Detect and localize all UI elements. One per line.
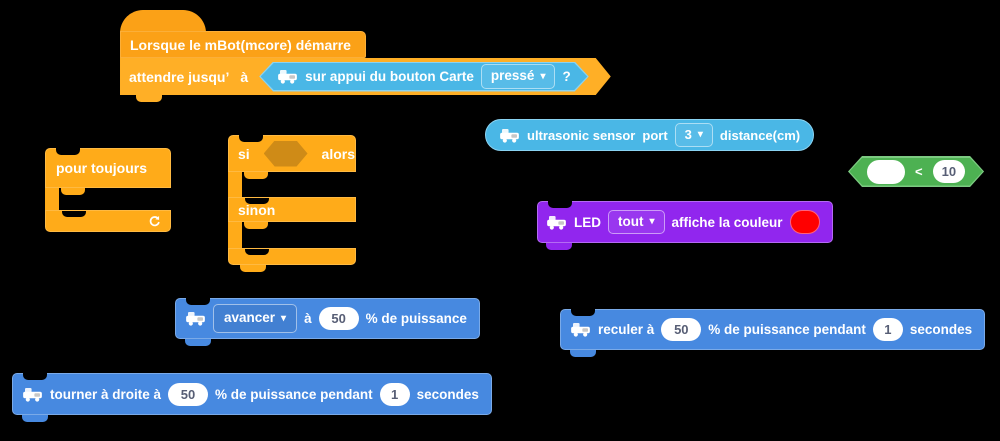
port-value: 3 [684, 126, 692, 142]
mbot-device-icon [546, 215, 567, 230]
script-led: LED tout ▾ affiche la couleur [537, 201, 847, 253]
if-label: si [238, 145, 250, 162]
top-notch [23, 373, 47, 380]
bottom-tab [185, 339, 211, 346]
script-backward: reculer à 50 % de puissance pendant 1 se… [560, 309, 1000, 359]
mouth-tab [244, 222, 268, 229]
power-duration-label: % de puissance pendant [708, 322, 866, 337]
hat-dome [120, 10, 206, 33]
power-label: % de puissance [365, 311, 467, 326]
power-input[interactable]: 50 [168, 382, 209, 406]
block-wait-until[interactable]: attendre jusqu’ à sur appui du bouton Ca… [120, 58, 611, 95]
distance-label: distance(cm) [719, 127, 801, 143]
forever-label: pour toujours [56, 160, 147, 176]
block-when-mbot-starts[interactable]: Lorsque le mBot(mcore) démarre [120, 31, 366, 58]
power-input[interactable]: 50 [661, 318, 702, 341]
block-turn-right-timed[interactable]: tourner à droite à 50 % de puissance pen… [12, 373, 492, 415]
block-ultrasonic-distance-reporter[interactable]: ultrasonic sensor port 3 ▾ distance(cm) [485, 119, 815, 151]
dropdown-arrow-icon: ▾ [281, 312, 287, 324]
duration-input[interactable]: 1 [379, 382, 410, 406]
bottom-tab [546, 243, 572, 250]
top-notch [548, 201, 572, 208]
block-button-pressed-boolean[interactable]: sur appui du bouton Carte pressé ▾ ? [259, 62, 589, 92]
block-less-than-operator[interactable]: < 10 [848, 156, 984, 187]
top-notch [239, 135, 263, 142]
bottom-tab [136, 95, 162, 102]
boolean-slot[interactable] [264, 141, 308, 167]
power-input[interactable]: 50 [318, 307, 359, 330]
block-led-show-color[interactable]: LED tout ▾ affiche la couleur [537, 201, 833, 243]
bottom-tab [22, 415, 48, 422]
mbot-device-icon [570, 322, 591, 337]
else-bar[interactable]: sinon [228, 197, 356, 222]
left-operand-input[interactable] [867, 159, 905, 184]
button-state-value: pressé [490, 68, 535, 84]
script-start: Lorsque le mBot(mcore) démarre attendre … [120, 10, 620, 105]
when-mbot-starts-label: Lorsque le mBot(mcore) démarre [130, 36, 351, 53]
forever-bottom-arm[interactable] [45, 210, 171, 232]
else-label: sinon [238, 201, 276, 218]
top-notch [186, 298, 210, 305]
bottom-tab [570, 350, 596, 357]
wait-until-label: attendre jusqu’ [129, 68, 230, 85]
script-if-else: si alors sinon [228, 132, 360, 274]
arm-notch [245, 198, 269, 204]
mbot-device-icon [499, 128, 520, 143]
less-than-symbol: < [915, 164, 923, 179]
button-state-dropdown[interactable]: pressé ▾ [481, 64, 556, 89]
block-move-backward-timed[interactable]: reculer à 50 % de puissance pendant 1 se… [560, 309, 986, 350]
port-dropdown[interactable]: 3 ▾ [674, 122, 713, 148]
right-operand-input[interactable]: 10 [932, 160, 966, 183]
block-move-direction-power[interactable]: avancer ▾ à 50 % de puissance [175, 298, 480, 339]
dropdown-arrow-icon: ▾ [697, 129, 703, 140]
backward-label: reculer à [598, 322, 655, 337]
duration-input[interactable]: 1 [872, 318, 903, 341]
color-swatch[interactable] [789, 210, 820, 234]
question-mark-label: ? [562, 69, 571, 84]
arm-notch [245, 249, 269, 255]
script-turn-right: tourner à droite à 50 % de puissance pen… [12, 373, 512, 425]
seconds-label: secondes [909, 322, 973, 337]
wait-until-connector-label: à [240, 68, 249, 85]
seconds-label: secondes [416, 386, 479, 402]
direction-dropdown[interactable]: avancer ▾ [213, 304, 298, 333]
top-notch [571, 309, 595, 316]
c-spine [228, 222, 242, 248]
block-forever[interactable]: pour toujours [45, 148, 171, 188]
direction-value: avancer [224, 310, 276, 326]
mouth-tab [61, 188, 85, 195]
then-label: alors [321, 145, 355, 162]
port-label: port [642, 127, 668, 143]
ultrasonic-label: ultrasonic sensor [527, 127, 636, 143]
mbot-device-icon [277, 69, 298, 84]
at-label: à [304, 311, 312, 326]
power-duration-label: % de puissance pendant [215, 386, 373, 402]
bottom-tab [240, 265, 266, 272]
mouth-tab [244, 172, 268, 179]
show-color-label: affiche la couleur [671, 214, 783, 230]
turn-right-label: tourner à droite à [50, 386, 162, 402]
led-label: LED [574, 214, 601, 230]
block-if-else[interactable]: si alors [228, 135, 356, 172]
script-forever: pour toujours [45, 144, 175, 239]
top-notch [56, 148, 80, 155]
dropdown-arrow-icon: ▾ [649, 216, 655, 227]
led-target-dropdown[interactable]: tout ▾ [608, 209, 665, 235]
loop-arrow-icon [148, 215, 161, 228]
mbot-device-icon [22, 387, 43, 402]
arm-notch [62, 211, 86, 217]
c-spine [45, 188, 59, 210]
dropdown-arrow-icon: ▾ [540, 70, 546, 82]
c-spine [228, 172, 242, 197]
led-target-value: tout [618, 213, 644, 229]
mbot-device-icon [185, 311, 206, 326]
button-pressed-label: sur appui du bouton Carte [305, 69, 474, 84]
script-move: avancer ▾ à 50 % de puissance [175, 298, 495, 348]
if-else-bottom-arm[interactable] [228, 248, 356, 265]
